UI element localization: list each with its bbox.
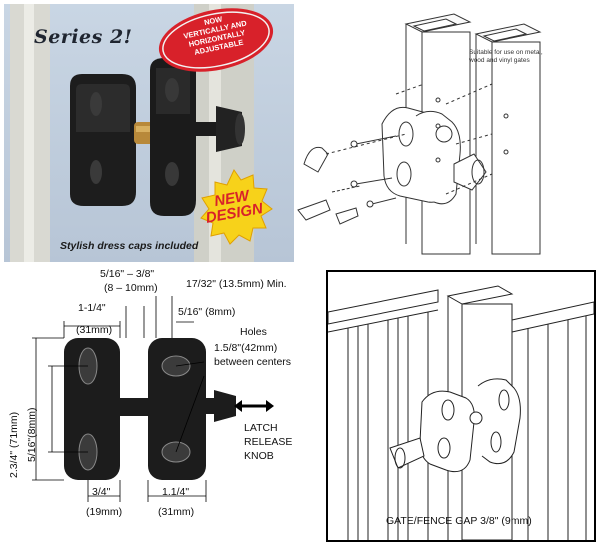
product-photo-panel: Series 2! NOW VERTICALLY AND HORIZONTALL…: [4, 4, 294, 262]
bottom-right-mm-label: (31mm): [158, 506, 195, 518]
latch-release-label-3: KNOB: [244, 450, 274, 462]
product-photo-art: [10, 4, 274, 262]
release-knob-shaft: [196, 122, 218, 136]
thickness-label: 5/16"(8mm): [26, 407, 38, 463]
screw-icon: [331, 135, 397, 208]
release-knob: [216, 106, 242, 152]
installation-drawing: [328, 285, 594, 540]
latch-block-left: [64, 338, 120, 480]
width-mm-label: (31mm): [76, 324, 113, 336]
bottom-left-mm-label: (19mm): [86, 506, 123, 518]
hole-dia-label: 5/16" (8mm): [178, 306, 236, 318]
hole-offset-label: 17/32" (13.5mm) Min.: [186, 278, 287, 290]
bottom-right-in-label: 1.1/4": [162, 486, 190, 498]
between-centers-label: between centers: [214, 356, 292, 368]
exploded-diagram-panel: Suitable for use on metal, wood and viny…: [296, 4, 596, 262]
latch-release-label-2: RELEASE: [244, 436, 293, 448]
dimension-drawing: [32, 296, 274, 502]
latch-knob: [214, 390, 236, 422]
dimensions-panel: 5/16" – 3/8" (8 – 10mm) 17/32" (13.5mm) …: [4, 266, 322, 541]
latch-block-right: [148, 338, 206, 480]
latch-release-label-1: LATCH: [244, 422, 278, 434]
hole-spacing-label: 1.5/8"(42mm): [214, 342, 278, 354]
bottom-left-in-label: 3/4": [92, 486, 111, 498]
material-note: Suitable for use on metal, wood and viny…: [469, 49, 543, 64]
latch-pin: [120, 398, 148, 416]
exploded-diagram-art: [297, 13, 542, 255]
photo-caption: Stylish dress caps included: [60, 240, 199, 252]
gate-frame: [328, 289, 439, 540]
holes-label: Holes: [240, 326, 267, 338]
new-design-badge: [200, 169, 273, 245]
promo-badge: [158, 8, 274, 72]
gap-range-label: 5/16" – 3/8": [100, 268, 155, 280]
height-label: 2.3/4" (71mm): [8, 411, 20, 478]
gap-label: GATE/FENCE GAP 3/8" (9mm): [386, 515, 532, 527]
gap-range-mm-label: (8 – 10mm): [104, 282, 158, 294]
fence-panel-right: [511, 301, 594, 540]
series-title: Series 2!: [34, 26, 133, 48]
dress-cap-icon: [297, 146, 359, 225]
width-in-label: 1-1/4": [78, 302, 106, 314]
installation-panel: GATE/FENCE GAP 3/8" (9mm): [326, 270, 596, 542]
installed-latch-icon: [389, 378, 521, 473]
